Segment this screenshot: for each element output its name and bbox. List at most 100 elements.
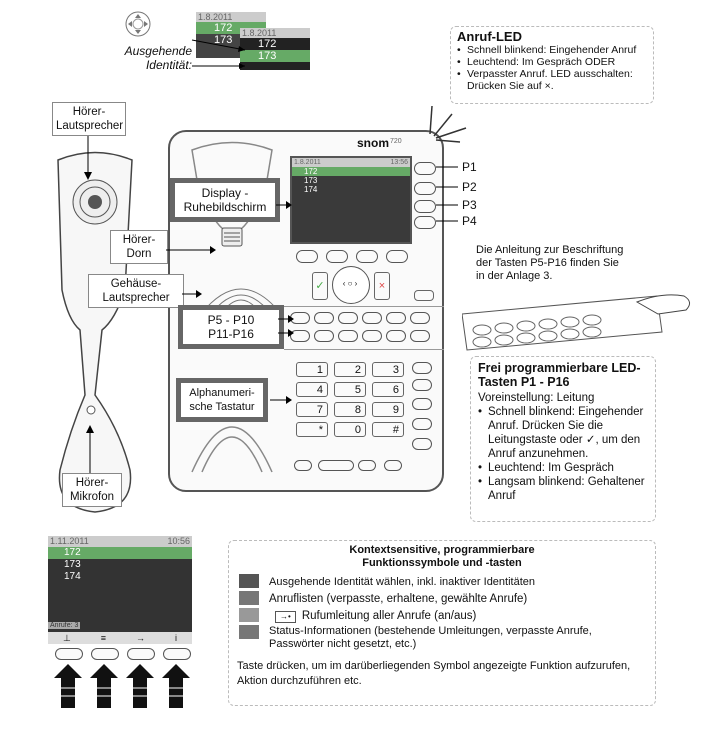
keypad-key[interactable]: 2	[334, 362, 366, 377]
anruf-led-box: Anruf-LED Schnell blinkend: Eingehender …	[450, 26, 654, 104]
anruf-led-item: Leuchtend: Im Gespräch ODER	[457, 56, 647, 68]
bottom-softkey-2[interactable]	[91, 648, 119, 660]
softkey-4[interactable]	[386, 250, 408, 263]
softkey-3[interactable]	[356, 250, 378, 263]
keypad-key[interactable]: 6	[372, 382, 404, 397]
key-p12[interactable]	[314, 330, 334, 342]
context-item: Ausgehende Identität wählen, inkl. inakt…	[269, 576, 536, 588]
identity-softkey-icon: ⊥	[62, 633, 71, 643]
mute-button[interactable]	[294, 460, 312, 471]
context-item: Status-Informationen (bestehende Umleitu…	[269, 625, 592, 650]
nav-key-icon	[124, 10, 152, 38]
key-p9[interactable]	[386, 312, 406, 324]
directory-button[interactable]	[412, 379, 432, 391]
handset-mic-hole	[86, 405, 96, 415]
headset-button[interactable]	[384, 460, 402, 471]
info-function-icon	[239, 625, 259, 639]
label-p5-p16: P5 - P10 P11-P16	[178, 305, 284, 349]
identity-date-b: 1.8.2011	[240, 28, 310, 38]
keypad-key[interactable]: 0	[334, 422, 366, 437]
context-item: Anruflisten (verpasste, erhaltene, gewäh…	[269, 593, 528, 605]
display-time: 13:56	[390, 159, 408, 166]
key-p14[interactable]	[362, 330, 382, 342]
key-p7[interactable]	[338, 312, 358, 324]
bottom-softkey-4[interactable]	[163, 648, 191, 660]
bottom-line: 173	[64, 559, 81, 570]
speaker-button[interactable]	[358, 460, 376, 471]
identity-arrows	[191, 39, 246, 69]
keypad-key[interactable]: 1	[296, 362, 328, 377]
led-keys-item: Langsam blinkend: Gehaltener Anruf	[478, 475, 648, 503]
accept-button[interactable]: ✓	[312, 272, 328, 300]
led-keys-title: Frei programmierbare LED-Tasten P1 - P16	[478, 361, 641, 389]
key-p4[interactable]	[414, 216, 436, 229]
softkey-1[interactable]	[296, 250, 318, 263]
bottom-line: 174	[64, 571, 81, 582]
keypad-key[interactable]: #	[372, 422, 404, 437]
label-alpha-keypad: Alphanumeri- sche Tastatur	[176, 378, 268, 422]
keypad-key[interactable]: 5	[334, 382, 366, 397]
key-p10[interactable]	[410, 312, 430, 324]
context-title-1: Kontextsensitive, programmierbare	[349, 544, 535, 556]
keypad-key[interactable]: *	[296, 422, 328, 437]
keypad-key[interactable]: 9	[372, 402, 404, 417]
key-p13[interactable]	[338, 330, 358, 342]
identity-function-icon	[239, 574, 259, 588]
context-box: Kontextsensitive, programmierbare Funkti…	[228, 540, 656, 706]
label-strip-illustration	[462, 294, 690, 351]
led-keys-item: Schnell blinkend: Eingehender Anruf. Drü…	[478, 405, 648, 461]
reject-button[interactable]: ×	[374, 272, 390, 300]
context-title-2: Funktionssymbole und -tasten	[362, 557, 522, 569]
volume-slider[interactable]	[318, 460, 354, 471]
key-p1[interactable]	[414, 162, 436, 175]
lists-softkey-icon: ≡	[100, 633, 107, 643]
bottom-calls-count: Anrufe: 3	[48, 622, 81, 629]
forward-key-icon: →•	[275, 611, 296, 623]
softkey-2[interactable]	[326, 250, 348, 263]
key-p16[interactable]	[410, 330, 430, 342]
label-handset-hook: Hörer- Dorn	[110, 230, 168, 264]
display-line: 174	[304, 185, 318, 194]
key-p6[interactable]	[314, 312, 334, 324]
key-p8[interactable]	[362, 312, 382, 324]
hold-button[interactable]	[412, 438, 432, 450]
phone-display: 1.8.2011 13:56 172 173 174	[290, 156, 412, 244]
keypad-key[interactable]: 7	[296, 402, 328, 417]
bottom-softkey-bar: ⊥ ≡ → i	[48, 632, 192, 644]
label-handset-speaker: Hörer- Lautsprecher	[52, 102, 126, 136]
keypad-key[interactable]: 8	[334, 402, 366, 417]
keypad-key[interactable]: 3	[372, 362, 404, 377]
anruf-led-title: Anruf-LED	[457, 29, 522, 44]
led-keys-default: Voreinstellung: Leitung	[478, 392, 595, 404]
label-p2: P2	[462, 180, 477, 194]
handset-cradle-bottom	[191, 426, 273, 473]
identity-sel-line-1: 172	[258, 38, 277, 50]
nav-arrows-icon: ‹ ○ ›	[342, 279, 358, 288]
key-p3[interactable]	[414, 200, 436, 213]
label-handset-mic: Hörer- Mikrofon	[62, 473, 122, 507]
label-p4: P4	[462, 214, 477, 228]
display-line: 172	[292, 167, 410, 176]
transfer-button[interactable]	[412, 418, 432, 430]
bottom-softkey-3[interactable]	[127, 648, 155, 660]
bottom-softkey-1[interactable]	[55, 648, 83, 660]
display-date: 1.8.2011	[294, 159, 321, 166]
dnd-button[interactable]	[412, 362, 432, 374]
led-burst-icon	[429, 105, 467, 143]
list-function-icon	[239, 591, 259, 605]
label-p3: P3	[462, 198, 477, 212]
key-p2[interactable]	[414, 182, 436, 195]
nav-pad[interactable]	[332, 266, 370, 304]
keypad-key[interactable]: 4	[296, 382, 328, 397]
identity-sel-line-2: 173	[240, 50, 310, 62]
menu-button[interactable]	[412, 398, 432, 410]
label-housing-speaker: Gehäuse- Lautsprecher	[88, 274, 184, 308]
pkey-strip	[284, 306, 444, 350]
bottom-time: 10:56	[167, 536, 190, 546]
key-p15[interactable]	[386, 330, 406, 342]
identity-date: 1.8.2011	[196, 12, 266, 22]
label-display: Display - Ruhebildschirm	[170, 178, 280, 222]
message-button[interactable]	[414, 290, 434, 301]
key-p11[interactable]	[290, 330, 310, 342]
bottom-screen: 1.11.2011 10:56 172 173 174 Anrufe: 3	[48, 536, 192, 632]
